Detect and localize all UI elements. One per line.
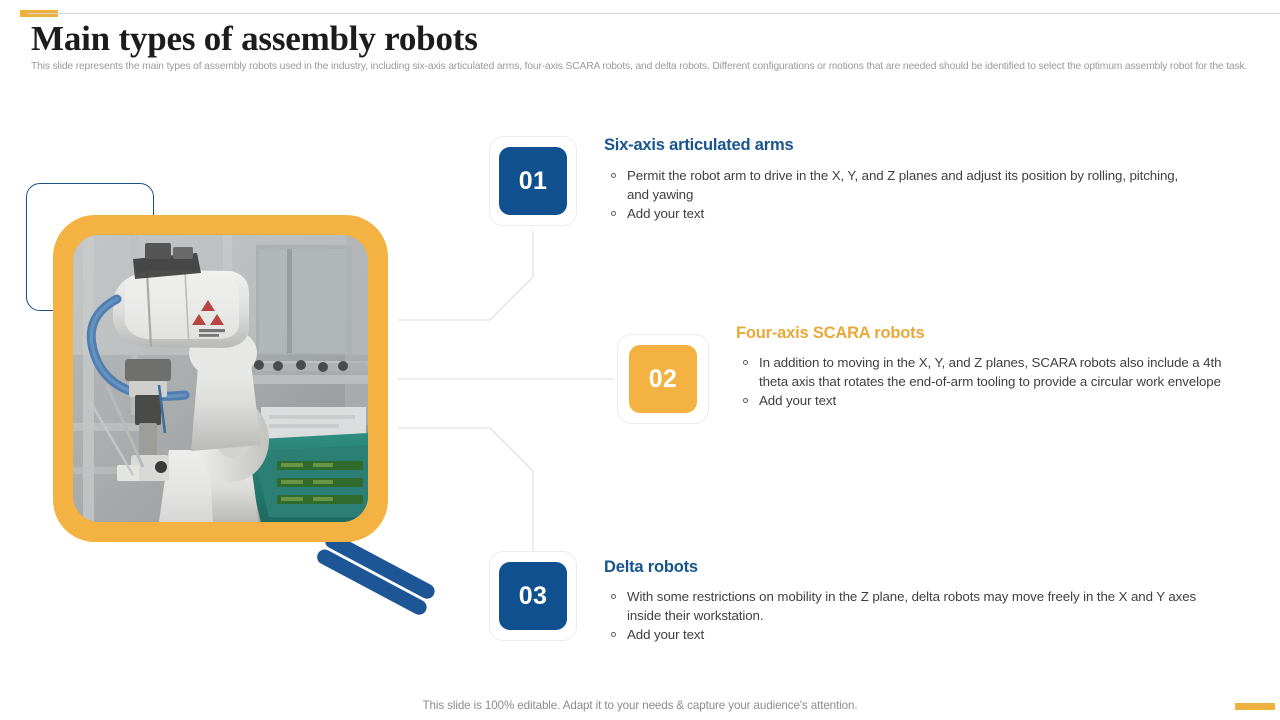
block-bullets-2: In addition to moving in the X, Y, and Z… <box>738 353 1238 410</box>
header-divider-rule <box>28 13 1280 14</box>
number-card-1[interactable]: 01 <box>489 136 577 226</box>
block-heading-2: Four-axis SCARA robots <box>736 324 925 342</box>
accent-bar-bottom-right <box>1235 703 1275 710</box>
robot-photo <box>73 235 368 522</box>
block-heading-3: Delta robots <box>604 558 698 576</box>
page-subtitle: This slide represents the main types of … <box>31 61 1248 72</box>
number-card-3[interactable]: 03 <box>489 551 577 641</box>
list-item: With some restrictions on mobility in th… <box>606 587 1206 625</box>
block-bullets-3: With some restrictions on mobility in th… <box>606 587 1206 644</box>
list-item: In addition to moving in the X, Y, and Z… <box>738 353 1238 391</box>
connector-to-block-1 <box>398 231 534 321</box>
block-bullets-1: Permit the robot arm to drive in the X, … <box>606 166 1186 223</box>
footer-note: This slide is 100% editable. Adapt it to… <box>422 699 858 712</box>
number-badge-2: 02 <box>629 345 697 413</box>
number-card-2[interactable]: 02 <box>617 334 709 424</box>
list-item: Add your text <box>606 204 1186 223</box>
page-title: Main types of assembly robots <box>31 19 478 58</box>
block-heading-1: Six-axis articulated arms <box>604 136 794 154</box>
list-item: Permit the robot arm to drive in the X, … <box>606 166 1186 204</box>
number-badge-1: 01 <box>499 147 567 215</box>
photo-frame <box>53 215 388 542</box>
list-item: Add your text <box>738 391 1238 410</box>
number-badge-3: 03 <box>499 562 567 630</box>
list-item: Add your text <box>606 625 1206 644</box>
